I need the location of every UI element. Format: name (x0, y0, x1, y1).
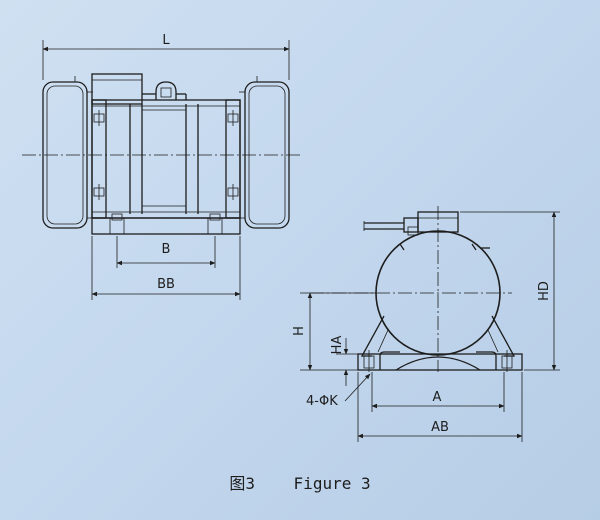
label-A: A (433, 390, 442, 405)
motor-body (91, 99, 241, 219)
front-view: HD H HA 4-ΦK A (292, 206, 560, 442)
dim-AB: AB (357, 372, 523, 442)
figure-caption: 图3 Figure 3 (0, 470, 600, 494)
caption-chinese: 图3 (229, 474, 256, 493)
label-HA: HA (330, 336, 345, 355)
front-junction-box (363, 211, 490, 251)
dim-HD: HD (460, 211, 560, 371)
label-B: B (162, 242, 171, 257)
dim-HA: HA (330, 336, 358, 386)
label-K: 4-ΦK (306, 394, 338, 409)
side-base (91, 213, 241, 235)
dim-L: L (42, 33, 290, 82)
dim-A: A (371, 372, 505, 412)
junction-box (91, 73, 187, 105)
dim-K: 4-ΦK (306, 373, 371, 409)
dim-H: H (292, 292, 376, 371)
front-base (357, 350, 523, 372)
caption-english: Figure 3 (293, 474, 371, 493)
label-HD: HD (537, 281, 552, 301)
label-L: L (162, 33, 170, 48)
right-weight-cover (239, 81, 290, 229)
label-BB: BB (157, 277, 175, 292)
label-AB: AB (431, 420, 449, 435)
dim-B: B (116, 236, 216, 268)
dim-BB: BB (91, 236, 241, 300)
label-H: H (292, 326, 307, 336)
side-view: L B BB (22, 33, 300, 300)
